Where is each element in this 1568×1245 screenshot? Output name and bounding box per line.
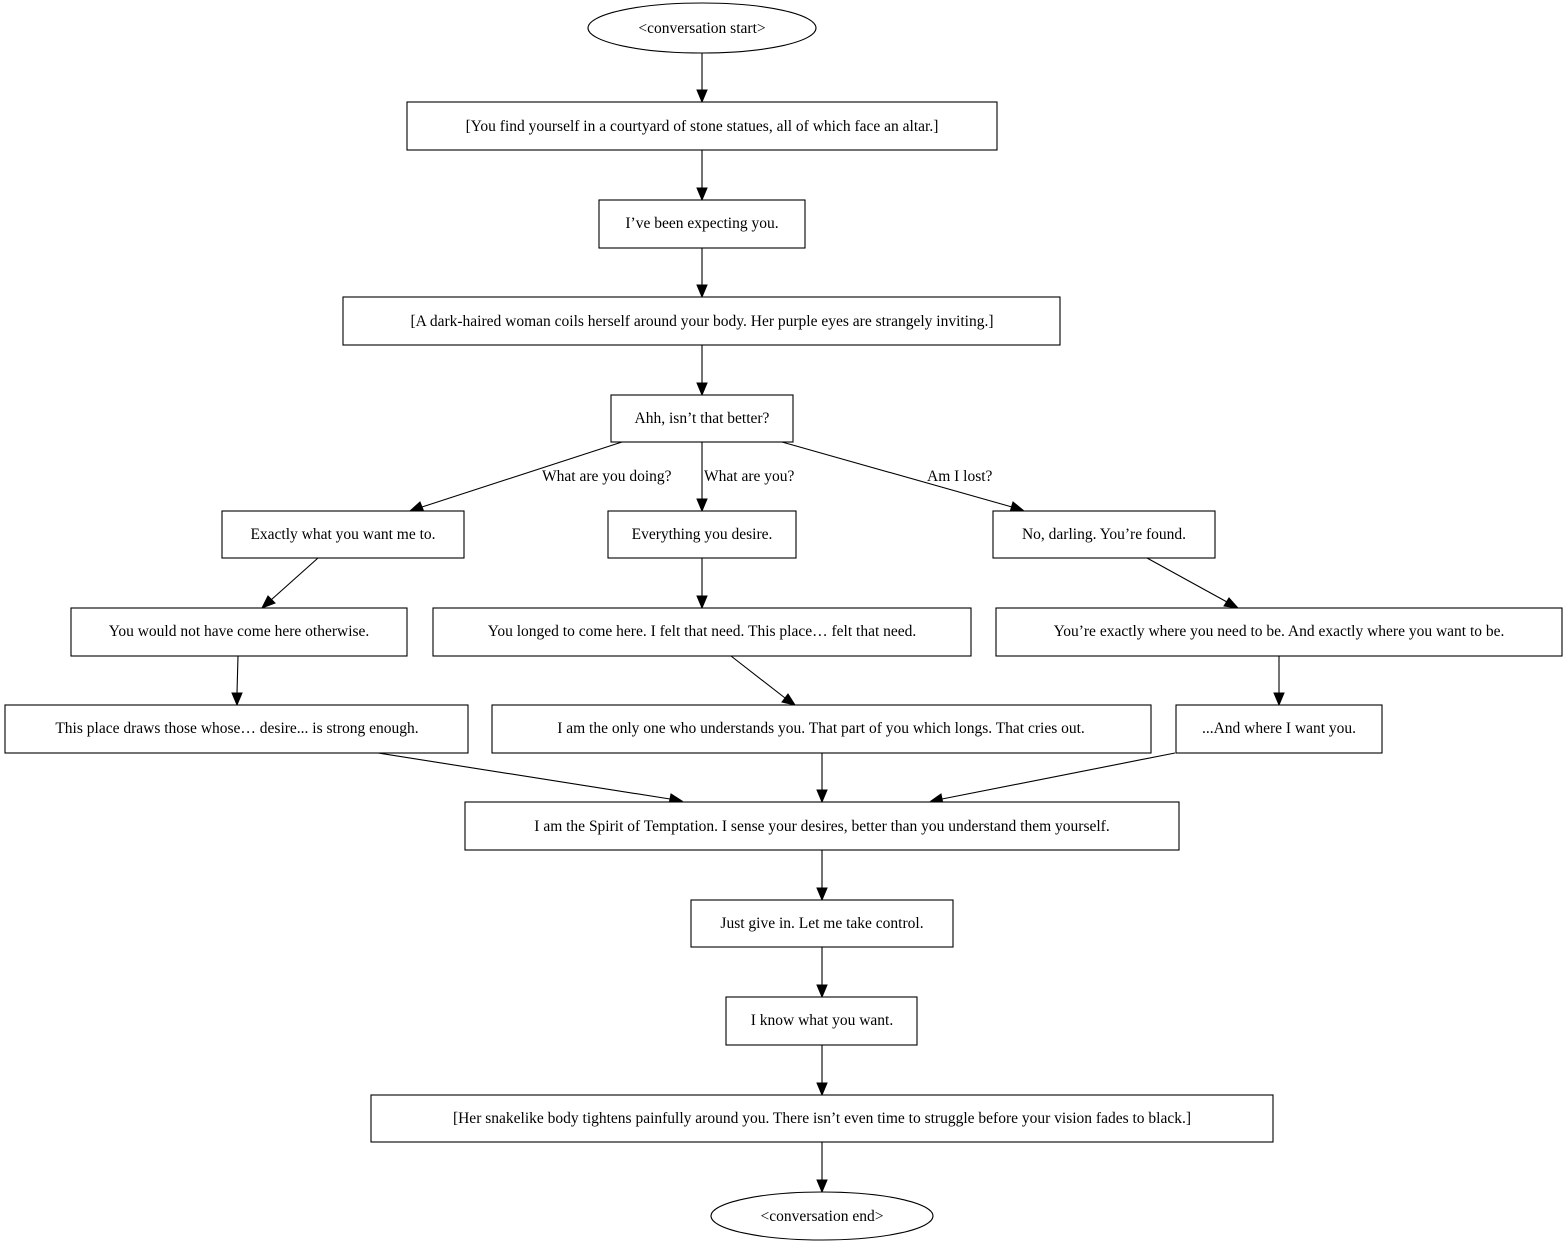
node-conversation-end: <conversation end> xyxy=(710,1191,934,1241)
node-courtyard: [You find yourself in a courtyard of sto… xyxy=(406,101,998,151)
node-expecting: I’ve been expecting you. xyxy=(598,199,806,249)
node-only-one: I am the only one who understands you. T… xyxy=(491,704,1152,754)
node-label: ...And where I want you. xyxy=(1202,720,1356,737)
edge-label-am-i-lost: Am I lost? xyxy=(927,468,993,485)
node-where-i-want: ...And where I want you. xyxy=(1175,704,1383,754)
edge-snakelike-to-end xyxy=(816,1142,828,1194)
node-label: You would not have come here otherwise. xyxy=(109,623,370,640)
node-woman: [A dark-haired woman coils herself aroun… xyxy=(342,296,1061,346)
node-exactly-want: Exactly what you want me to. xyxy=(221,510,465,559)
edge-would-not-to-draws xyxy=(231,655,243,707)
node-label: You longed to come here. I felt that nee… xyxy=(488,623,917,640)
edge-labels: What are you doing? What are you? Am I l… xyxy=(542,468,993,485)
node-spirit: I am the Spirit of Temptation. I sense y… xyxy=(464,801,1180,851)
edge-know-to-snakelike xyxy=(816,1045,828,1097)
edge-exactly-where-to-where-i-want xyxy=(1273,656,1285,707)
node-conversation-start: <conversation start> xyxy=(587,2,817,54)
edge-expecting-to-woman xyxy=(696,248,708,299)
node-label: [You find yourself in a courtyard of sto… xyxy=(466,118,939,135)
edge-spirit-to-give-in xyxy=(816,850,828,902)
node-label: No, darling. You’re found. xyxy=(1022,526,1186,543)
node-know: I know what you want. xyxy=(725,996,918,1046)
edge-give-in-to-know xyxy=(816,947,828,999)
node-label: I am the Spirit of Temptation. I sense y… xyxy=(534,818,1109,835)
edge-woman-to-better xyxy=(696,345,708,397)
node-label: I am the only one who understands you. T… xyxy=(557,720,1085,737)
edge-better-to-everything xyxy=(696,442,708,513)
node-everything: Everything you desire. xyxy=(607,510,797,559)
edge-longed-to-only-one xyxy=(730,655,797,706)
node-label: I’ve been expecting you. xyxy=(625,215,778,232)
edge-label-what-are-you-doing: What are you doing? xyxy=(542,468,672,485)
edge-only-one-to-spirit xyxy=(816,753,828,804)
node-label: You’re exactly where you need to be. And… xyxy=(1054,623,1505,640)
edge-label-what-are-you: What are you? xyxy=(704,468,794,485)
node-give-in: Just give in. Let me take control. xyxy=(690,899,954,948)
node-label: Everything you desire. xyxy=(632,526,773,543)
edge-where-i-want-to-spirit xyxy=(929,752,1176,805)
node-better: Ahh, isn’t that better? xyxy=(610,394,794,443)
node-label: [A dark-haired woman coils herself aroun… xyxy=(410,313,993,330)
edge-everything-to-longed xyxy=(696,558,708,610)
node-draws: This place draws those whose… desire... … xyxy=(4,704,469,754)
edges xyxy=(231,53,1285,1194)
node-label: Ahh, isn’t that better? xyxy=(635,410,770,427)
edge-draws-to-spirit xyxy=(377,752,684,805)
node-label: <conversation end> xyxy=(761,1208,884,1225)
node-snakelike: [Her snakelike body tightens painfully a… xyxy=(370,1094,1274,1143)
node-no-darling: No, darling. You’re found. xyxy=(992,510,1216,559)
node-exactly-where: You’re exactly where you need to be. And… xyxy=(995,607,1563,657)
node-longed: You longed to come here. I felt that nee… xyxy=(432,607,972,657)
node-would-not: You would not have come here otherwise. xyxy=(70,607,408,657)
node-label: [Her snakelike body tightens painfully a… xyxy=(453,1110,1191,1127)
node-label: This place draws those whose… desire... … xyxy=(55,720,418,737)
node-label: Exactly what you want me to. xyxy=(250,526,435,543)
edge-exactly-want-to-would-not xyxy=(260,557,319,609)
node-label: Just give in. Let me take control. xyxy=(720,915,923,932)
edge-no-darling-to-exactly-where xyxy=(1146,557,1240,609)
node-label: I know what you want. xyxy=(751,1012,894,1029)
edge-start-to-courtyard xyxy=(696,53,708,104)
node-label: <conversation start> xyxy=(638,20,765,37)
edge-courtyard-to-expecting xyxy=(696,150,708,202)
nodes: <conversation start> [You find yourself … xyxy=(4,2,1563,1241)
